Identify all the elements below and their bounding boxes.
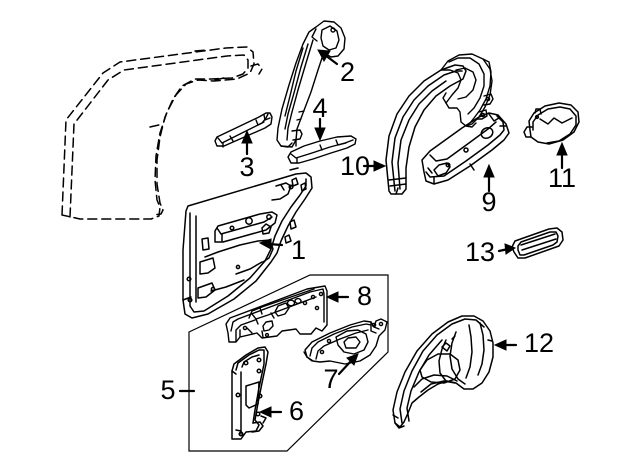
callout-arrow-4 xyxy=(314,117,326,142)
callout-label-2: 2 xyxy=(340,57,355,87)
ghost-body-outline xyxy=(61,46,263,220)
part-3-bracket xyxy=(214,112,273,148)
callout-label-4: 4 xyxy=(312,93,327,123)
part-13-louver xyxy=(511,227,564,259)
callout-label-8: 8 xyxy=(357,281,372,311)
callout-arrow-3 xyxy=(241,129,253,156)
callout-arrow-9 xyxy=(483,163,495,193)
callout-labels: 1 2 3 4 5 6 7 8 9 10 11 12 13 xyxy=(160,57,576,426)
callout-label-11: 11 xyxy=(548,163,576,193)
callout-arrow-1 xyxy=(258,238,284,250)
callout-arrow-10 xyxy=(362,160,387,172)
callout-label-7: 7 xyxy=(323,364,338,394)
callout-arrow-2 xyxy=(317,49,339,66)
part-9-reinforcement xyxy=(421,112,510,185)
part-5-group-boundary xyxy=(188,274,389,452)
callout-label-13: 13 xyxy=(465,237,495,267)
callout-arrow-6 xyxy=(258,406,283,418)
part-4-bracket xyxy=(287,135,357,164)
part-7-reinforcement xyxy=(303,318,388,365)
callout-arrow-11 xyxy=(556,141,568,170)
callout-arrows xyxy=(178,49,568,418)
part-10-rail xyxy=(385,64,467,195)
part-11-cover xyxy=(523,102,580,145)
callout-arrow-12 xyxy=(493,339,518,351)
callout-label-6: 6 xyxy=(289,396,304,426)
callout-arrow-8 xyxy=(325,291,350,303)
callout-label-3: 3 xyxy=(239,152,254,182)
part-6-panel xyxy=(231,346,269,440)
callout-label-12: 12 xyxy=(524,328,554,358)
callout-arrow-7 xyxy=(337,353,359,376)
part-8-panel xyxy=(225,285,328,343)
callout-arrow-13 xyxy=(497,243,517,255)
part-2-pillar xyxy=(276,20,346,148)
callout-label-10: 10 xyxy=(340,151,370,181)
callout-label-9: 9 xyxy=(481,187,496,217)
callout-label-5: 5 xyxy=(160,375,175,405)
callout-label-1: 1 xyxy=(291,235,306,265)
part-12-housing xyxy=(392,315,494,429)
